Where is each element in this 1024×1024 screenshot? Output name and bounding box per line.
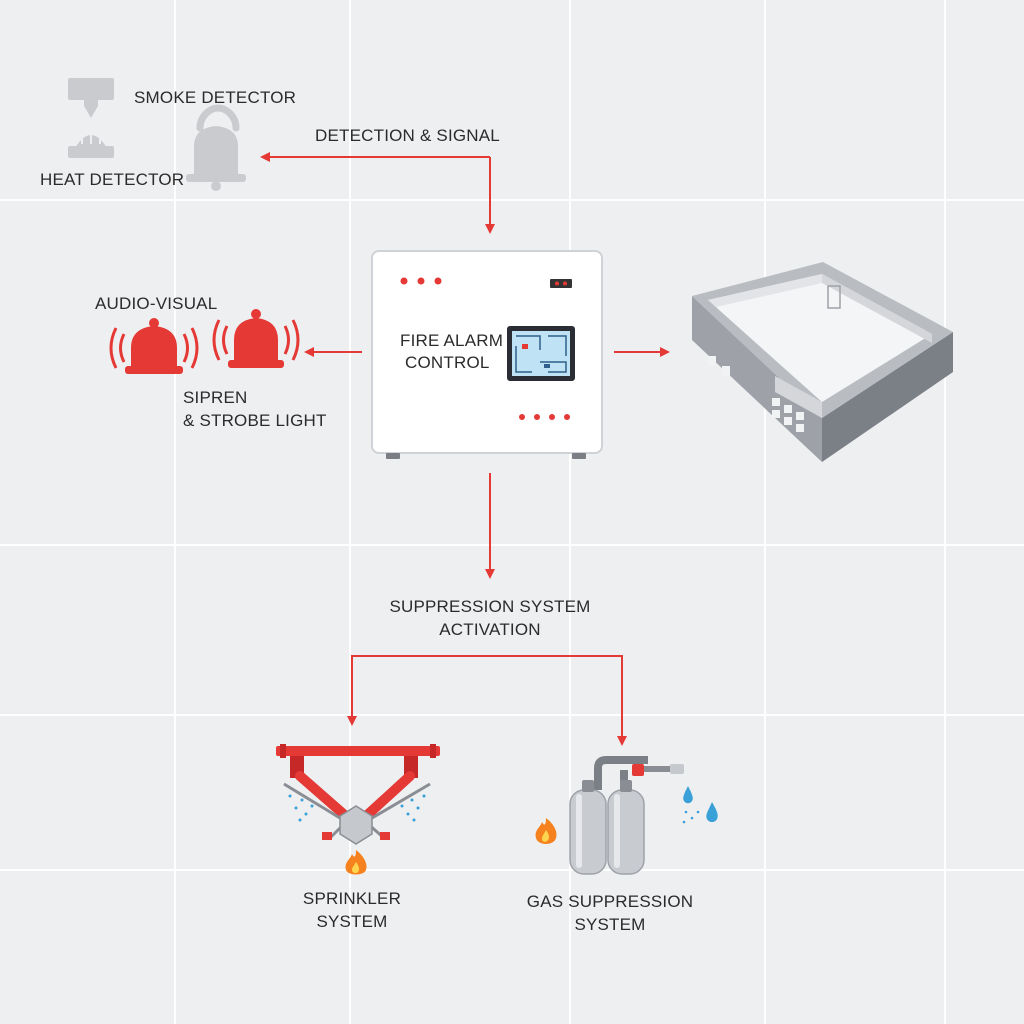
siren-bell-icon [212,309,300,368]
smoke-detector-bell-icon [186,104,246,191]
suppression-arrows [347,473,627,746]
suppression-label-line2: ACTIVATION [439,620,541,639]
suppression-label-line1: SUPPRESSION SYSTEM [389,597,591,616]
heat-detector-label: HEAT DETECTOR [40,170,185,189]
water-drop-icon [682,786,718,824]
flame-icon [535,818,557,844]
gas-suppression-label-line2: SYSTEM [574,915,646,934]
heat-detector-icon [68,78,114,158]
building-icon [692,262,953,462]
flame-icon [345,850,367,875]
gas-suppression-label-line1: GAS SUPPRESSION [526,892,694,911]
siren-label-line1: SIPREN [183,388,248,407]
sprinkler-icon [276,744,440,845]
panel-label-line1: FIRE ALARM [400,331,504,350]
detection-signal-label: DETECTION & SIGNAL [315,126,500,145]
panel-screen [507,326,575,381]
sprinkler-label-line2: SYSTEM [316,912,388,931]
audio-visual-label: AUDIO-VISUAL [95,294,218,313]
detection-signal-arrows [260,152,495,234]
siren-bell-icon [109,318,199,374]
control-panel-icon [371,250,603,459]
gas-cylinder-icon [569,756,684,875]
sprinkler-label-line1: SPRINKLER [302,889,402,908]
siren-label-line2: & STROBE LIGHT [183,411,327,430]
smoke-detector-label: SMOKE DETECTOR [134,88,297,107]
panel-label-line2: CONTROL [405,353,490,372]
